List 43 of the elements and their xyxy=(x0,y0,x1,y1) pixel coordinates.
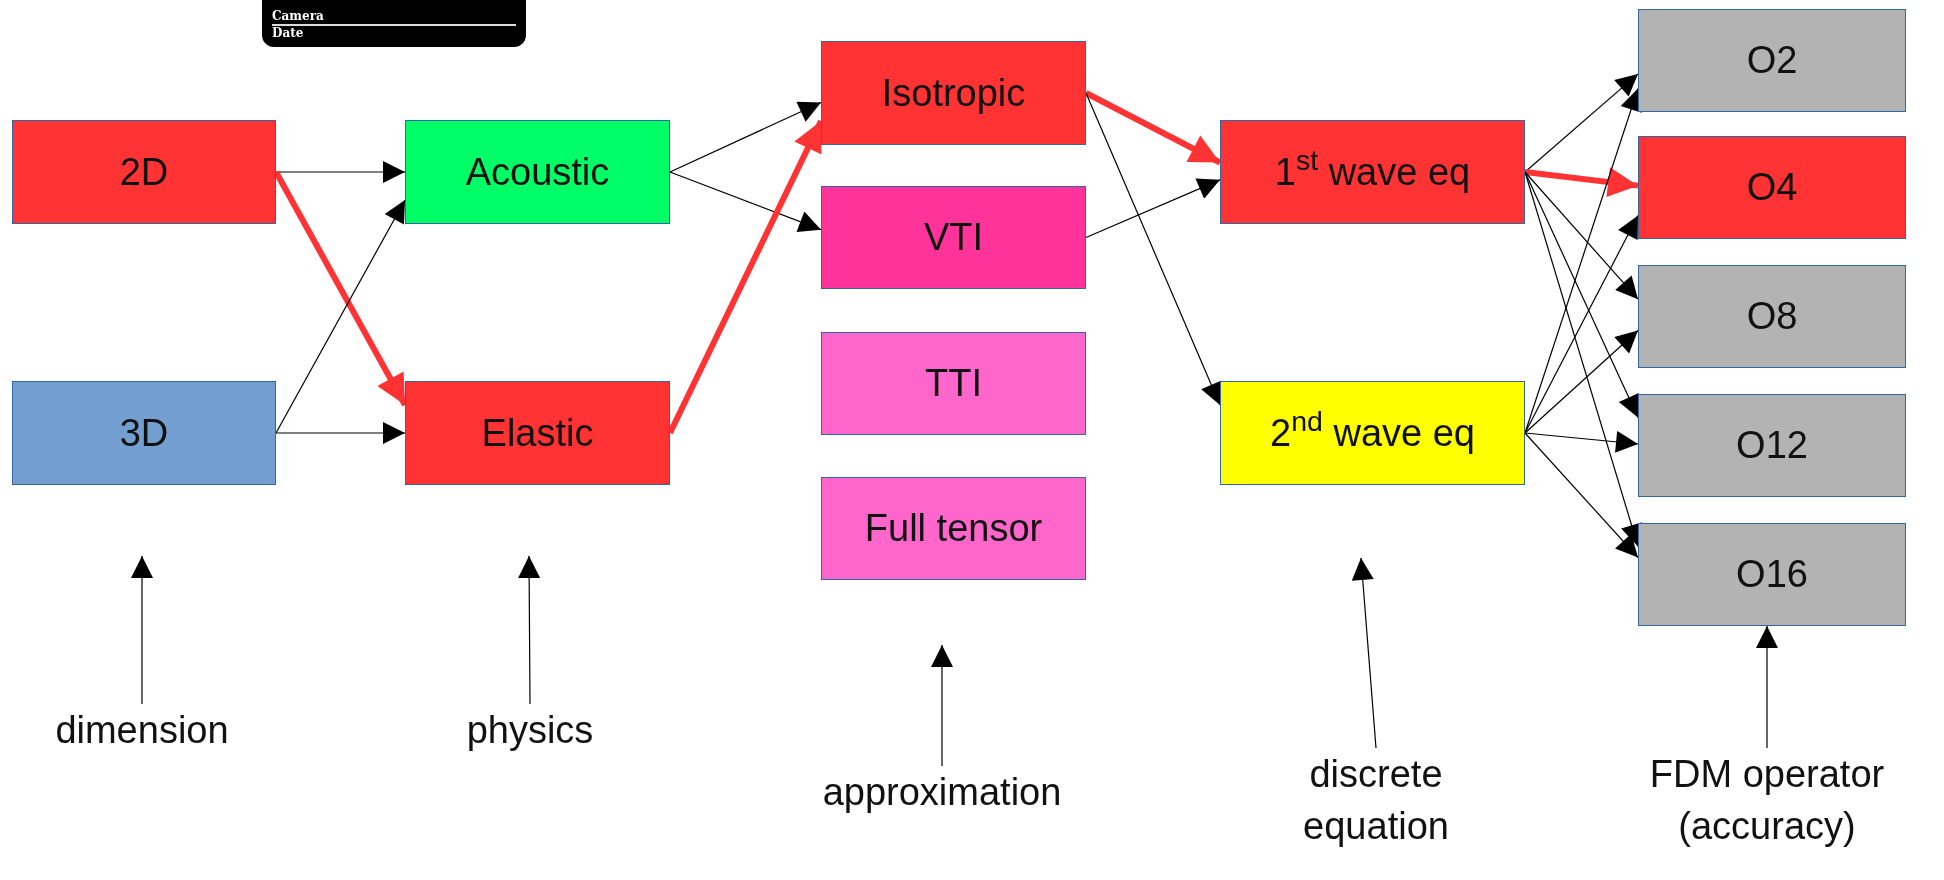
arrow xyxy=(669,101,822,173)
clapperboard xyxy=(262,0,526,47)
arrow xyxy=(1351,557,1377,749)
process-box: Acoustic xyxy=(405,120,670,224)
axis-caption: dimension xyxy=(22,704,262,758)
arrow xyxy=(931,644,953,767)
process-box: O8 xyxy=(1638,265,1906,368)
axis-caption: discrete equation xyxy=(1246,748,1506,856)
axis-caption: approximation xyxy=(772,766,1112,820)
arrow xyxy=(1085,92,1222,406)
axis-caption: FDM operator (accuracy) xyxy=(1597,748,1937,856)
process-box: O12 xyxy=(1638,394,1906,497)
arrow xyxy=(1085,178,1221,239)
arrow xyxy=(275,199,406,434)
arrow xyxy=(275,422,406,444)
field-label: Date xyxy=(272,26,305,41)
process-box: Elastic xyxy=(405,381,670,485)
arrow xyxy=(1524,329,1639,434)
process-box: 3D xyxy=(12,381,276,485)
arrow xyxy=(1524,432,1639,559)
process-box: O2 xyxy=(1638,9,1906,112)
arrow xyxy=(1524,167,1639,197)
arrow xyxy=(131,555,153,705)
process-box: Full tensor xyxy=(821,477,1086,580)
arrow xyxy=(669,171,822,233)
arrow xyxy=(1756,625,1778,749)
process-box: 1$^{st}$ wave eq xyxy=(1220,120,1525,224)
arrow xyxy=(1524,214,1639,434)
process-box: TTI xyxy=(821,332,1086,435)
process-box: O16 xyxy=(1638,523,1906,626)
axis-caption: physics xyxy=(410,704,650,758)
process-box: VTI xyxy=(821,186,1086,289)
process-box: 2D xyxy=(12,120,276,224)
arrow xyxy=(518,555,541,705)
process-box: O4 xyxy=(1638,136,1906,239)
arrow xyxy=(1524,171,1639,419)
field-label: Camera xyxy=(272,9,516,26)
arrow xyxy=(275,161,406,183)
arrow xyxy=(1524,171,1639,300)
process-box: 2$^{nd}$ wave eq xyxy=(1220,381,1525,485)
arrow xyxy=(1524,430,1639,453)
process-box: Isotropic xyxy=(821,41,1086,145)
arrow xyxy=(1084,90,1222,166)
